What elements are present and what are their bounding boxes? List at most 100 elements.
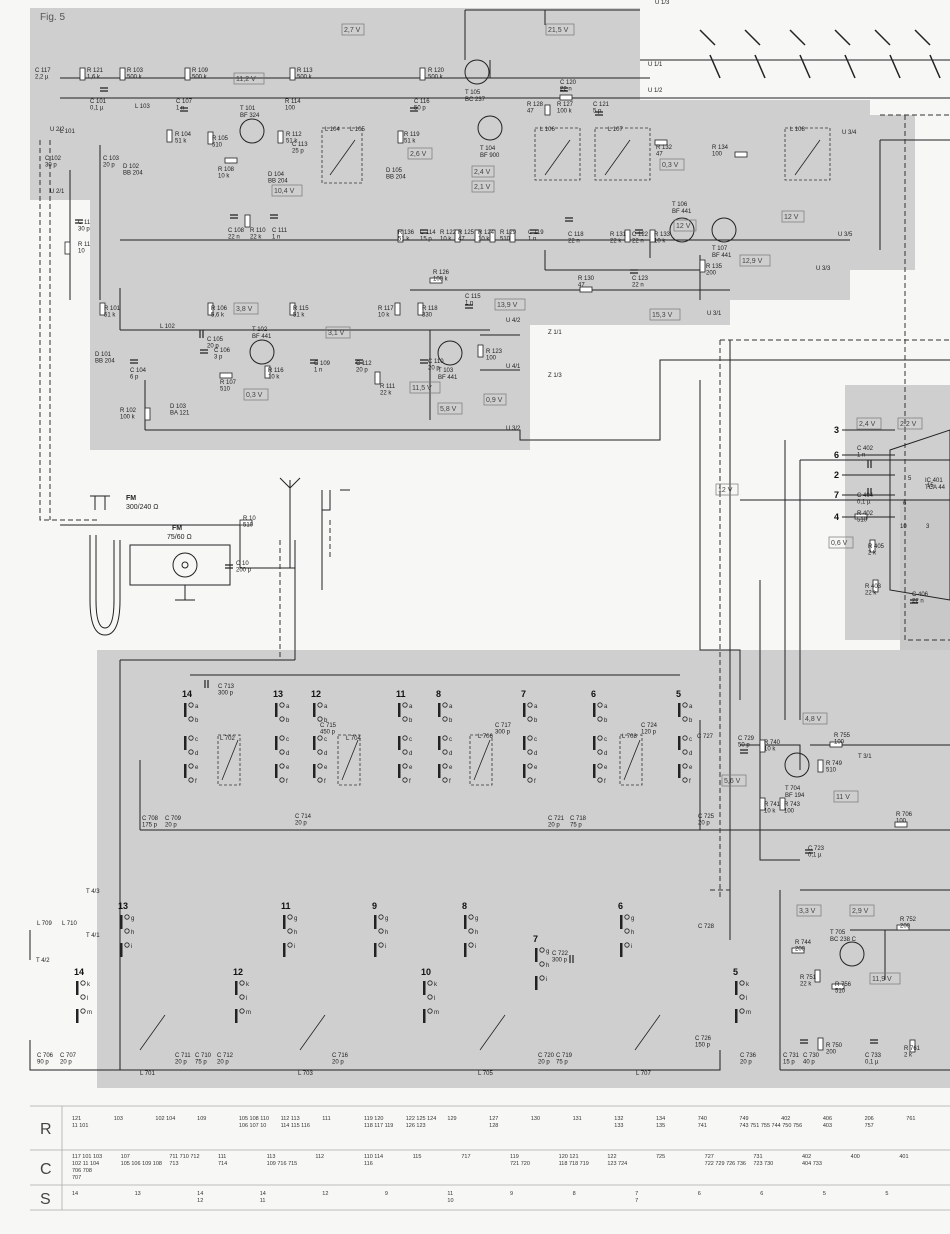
- d104-label-0: D 104: [268, 172, 285, 178]
- c716-label-1: 20 p: [332, 1060, 344, 1066]
- contact-i: [124, 942, 130, 948]
- r740-label-1: 10 k: [764, 747, 776, 753]
- switch-blade: [184, 736, 187, 750]
- r125-label-0: R 125: [458, 230, 475, 236]
- contact-letter-l: l: [87, 996, 88, 1002]
- c107-label-1: 1 n: [176, 106, 184, 112]
- c120-label-1: 22 n: [560, 87, 572, 93]
- contact-letter-g: g: [385, 916, 388, 922]
- svg-text:5,6 V: 5,6 V: [724, 778, 741, 785]
- t704-label-0: T 704: [785, 786, 801, 792]
- c118-label-0: C 118: [568, 232, 584, 238]
- svg-text:2,7 V: 2,7 V: [344, 27, 361, 34]
- r134-label-1: 100: [712, 152, 723, 158]
- r_row-cell-7-0: 119 120: [364, 1116, 383, 1122]
- svg-text:0,6 V: 0,6 V: [831, 540, 848, 547]
- c_row-cell-14-0: 731: [753, 1154, 762, 1160]
- contact-h: [378, 928, 384, 934]
- c736-label-0: C 736: [740, 1053, 757, 1059]
- r743-label-1: 100: [784, 809, 795, 815]
- voltage-11b: 11 V: [833, 790, 859, 803]
- t107-label-1: BF 441: [712, 253, 732, 259]
- c114-label-1: 15 p: [420, 237, 432, 243]
- c116-label-1: 50 p: [414, 106, 426, 112]
- contact-a: [317, 702, 323, 708]
- r110-label-1: 22 k: [250, 235, 262, 241]
- r741-label-1: 10 k: [764, 809, 776, 815]
- contact-letter-d: d: [324, 751, 327, 757]
- index-row-C: C: [40, 1161, 52, 1178]
- switch-blade: [523, 764, 526, 778]
- contact-letter-f: f: [286, 779, 288, 785]
- band-switches-top-right: [699, 29, 941, 79]
- contact-c: [682, 735, 688, 741]
- l103-label-0: L 103: [135, 104, 150, 110]
- contact-b: [402, 716, 408, 722]
- c123-label-1: 22 n: [632, 283, 644, 289]
- switch_groups_top-number: 6: [591, 689, 596, 699]
- c110-label-1: 20 p: [428, 366, 440, 372]
- c_row-cell-6-0: 110 114: [364, 1154, 383, 1160]
- contact-letter-h: h: [294, 930, 297, 936]
- r106-label-0: R 106: [211, 306, 228, 312]
- contact-letter-a: a: [534, 704, 538, 710]
- ic-pin-3: 3: [926, 524, 930, 530]
- switch-blade: [438, 764, 441, 778]
- switch-blade: [313, 703, 316, 717]
- r751-label-1: 22 k: [800, 982, 812, 988]
- r752-label-1: 200: [900, 924, 911, 930]
- c707-label-1: 20 p: [60, 1060, 72, 1066]
- r405-label-0: R 405: [868, 544, 885, 550]
- r761-label-0: R 761: [904, 1046, 921, 1052]
- r_row-cell-19-0: 206: [865, 1116, 874, 1122]
- switch_groups_top-group-6: 6ab: [591, 689, 608, 724]
- r112-label-1: 51 k: [286, 139, 298, 145]
- terminal-t31: T 3/1: [858, 754, 872, 760]
- contact-letter-e: e: [286, 765, 290, 771]
- c713-label-1: 300 p: [218, 691, 234, 697]
- r_row-cell-15-1: 741: [698, 1123, 707, 1129]
- switch-blade: [593, 764, 596, 778]
- contact-b: [442, 716, 448, 722]
- r111-label-0: R 111: [380, 384, 396, 390]
- r108-label-0: R 108: [218, 167, 235, 173]
- switch-blade: [464, 915, 467, 929]
- contact-e: [682, 763, 688, 769]
- r_row-cell-11-0: 130: [531, 1116, 540, 1122]
- c720-label-0: C 720: [538, 1053, 555, 1059]
- svg-text:3,1 V: 3,1 V: [328, 330, 345, 337]
- contact-letter-b: b: [534, 718, 538, 724]
- c11-label-1: 30 p: [78, 227, 90, 233]
- switch_groups_bottom-number: 13: [118, 901, 128, 911]
- contact-letter-a: a: [324, 704, 328, 710]
- contact-a: [682, 702, 688, 708]
- switch-blade: [313, 764, 316, 778]
- c726-label-1: 150 p: [695, 1043, 711, 1049]
- c708-label-0: C 708: [142, 816, 159, 822]
- contact-i: [287, 942, 293, 948]
- switch_groups_bottom-number: 5: [733, 967, 738, 977]
- r122-label-1: 10 k: [440, 237, 452, 243]
- l705-label-0: L 705: [478, 1071, 493, 1077]
- c715-label-1: 450 p: [320, 730, 336, 736]
- r133-label-0: R 133: [654, 232, 671, 238]
- c111-label-1: 1 n: [272, 235, 280, 241]
- contact-e: [442, 763, 448, 769]
- r_row-cell-16-1: 743 751 755 744 750 756: [739, 1123, 802, 1129]
- contact-d: [279, 749, 285, 755]
- contact-e: [402, 763, 408, 769]
- contact-f: [682, 777, 688, 783]
- contact-letter-g: g: [131, 916, 134, 922]
- r_row-cell-0-1: 11 101: [72, 1123, 88, 1129]
- voltage-2-9: 2,9 V: [849, 904, 875, 917]
- terminal-t43: T 4/3: [86, 889, 100, 895]
- contact-g: [124, 914, 130, 920]
- d105-label-1: BB 204: [386, 175, 406, 181]
- contact-l: [80, 994, 86, 1000]
- contact-letter-l: l: [246, 996, 247, 1002]
- pin-7: 7: [834, 490, 839, 500]
